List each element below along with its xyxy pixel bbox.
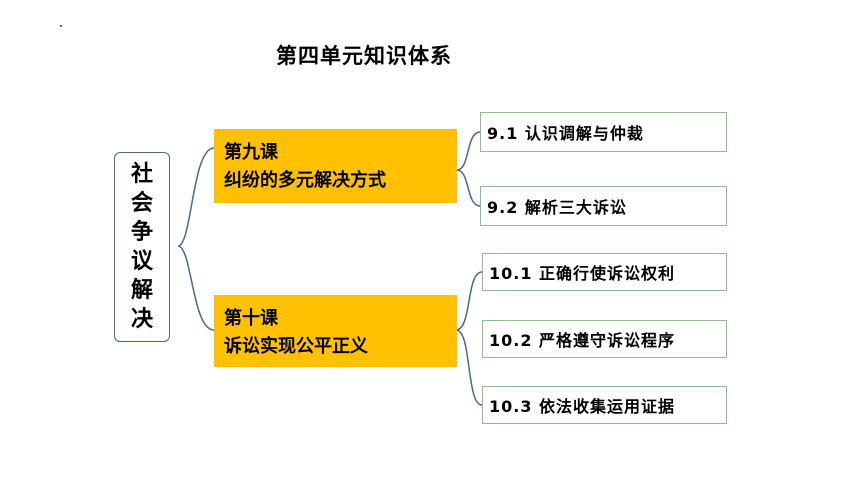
topic-node: 9.2 解析三大诉讼 [480,186,727,226]
topic-node: 10.3 依法收集运用证据 [482,386,727,424]
root-char: 会 [130,191,153,216]
lesson10-brace [455,271,483,406]
root-char: 议 [130,249,153,274]
lesson-title: 第十课 [224,308,278,329]
topic-node: 9.1 认识调解与仲裁 [480,112,727,152]
lesson-subtitle: 诉讼实现公平正义 [224,336,368,357]
topic-node: 10.2 严格遵守诉讼程序 [482,320,727,358]
lesson-title: 第九课 [224,142,278,163]
corner-dot [60,25,62,27]
root-brace [177,147,215,331]
lesson9-brace [456,131,481,207]
root-char: 决 [130,307,153,332]
lesson-subtitle: 纠纷的多元解决方式 [224,170,386,191]
lesson-node-10: 第十课 诉讼实现公平正义 [214,295,457,367]
root-char: 解 [130,278,153,303]
topic-node: 10.1 正确行使诉讼权利 [482,253,727,291]
root-char: 社 [130,162,153,187]
root-node: 社 会 争 议 解 决 [114,152,170,342]
lesson-node-9: 第九课 纠纷的多元解决方式 [214,129,457,203]
root-char: 争 [130,220,153,245]
page-title: 第四单元知识体系 [276,44,452,68]
